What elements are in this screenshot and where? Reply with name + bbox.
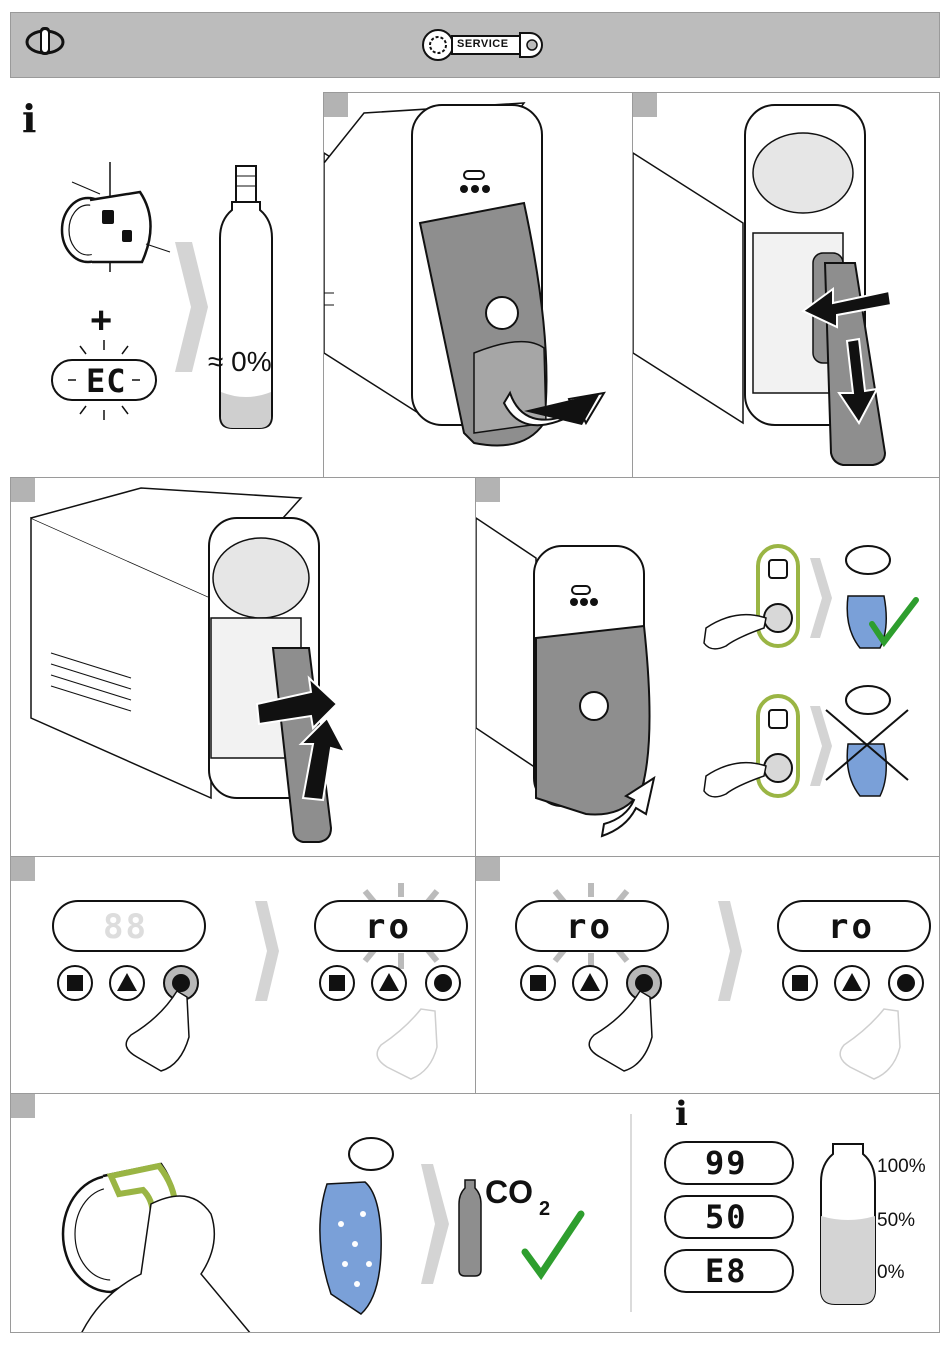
level-code-50: 50 [705,1198,748,1236]
insert-cylinder-graphics [11,478,476,857]
panel-intro: i [10,92,324,478]
reset-press-graphics [11,857,476,1094]
test-button-panel [758,546,798,646]
checkmark-icon [525,1214,581,1274]
header-bar: SERVICE [10,12,940,78]
chevron-right-icon [175,242,208,372]
panel-step-insert-cylinder [10,477,476,857]
level-percent-100: 100% [877,1156,926,1178]
chevron-right-icon [421,1164,449,1284]
hand-pressing-icon [589,991,652,1071]
bottle-water-icon [847,744,886,796]
display-ro-flashing: ro [365,907,412,947]
step-marker [633,93,657,117]
service-label: SERVICE [457,38,509,50]
close-test-graphics [476,478,940,857]
control-buttons [320,966,460,1000]
chevron-right-icon [255,901,279,1001]
cylinder-level-label: ≈ 0% [208,346,272,378]
level-code-e8: E8 [705,1252,748,1290]
display-ro-flashing: ro [566,907,613,947]
step-marker [11,478,35,502]
step-marker [476,478,500,502]
cylinder-rotate-icon [27,27,63,55]
panel-step-remove-cylinder [632,92,940,478]
level-code-99: 99 [705,1144,748,1182]
panel-step-confirm: ro ro [475,856,940,1094]
bottle-water-icon [320,1182,381,1314]
step-marker [11,1094,35,1118]
confirm-graphics [476,857,940,1094]
panel-step-open-cover [323,92,633,478]
chevron-right-icon [718,901,742,1001]
control-buttons [783,966,923,1000]
panel-step-reset-press: 88 ro [10,856,476,1094]
display-ro-steady: ro [828,907,875,947]
open-cover-graphics [324,93,633,478]
panel-step-carbonate: CO 2 i 99 50 E8 100% 50% 0% [10,1093,940,1333]
display-code-ec: EC [86,362,127,400]
co2-cylinder-icon [459,1180,481,1276]
remove-cylinder-graphics [633,93,940,478]
info-icon: i [675,1094,688,1134]
carbonate-graphics [11,1094,940,1333]
co2-cylinder-icon [220,166,272,428]
display-blank: 88 [103,907,148,947]
hand-faded-icon [840,1009,900,1079]
plus-symbol: + [90,300,112,343]
level-percent-0: 0% [877,1262,904,1284]
step-marker [476,857,500,881]
chevron-right-icon [810,558,832,638]
info-icon: i [22,96,36,141]
intro-graphics [10,92,324,478]
panel-step-close-test [475,477,940,857]
gas-label: CO [485,1174,533,1211]
step-marker [11,857,35,881]
knob-icon [62,162,170,272]
step-marker [324,93,348,117]
level-percent-50: 50% [877,1210,915,1232]
gas-subscript: 2 [539,1198,550,1221]
test-button-panel [758,696,798,796]
hand-faded-icon [377,1009,437,1079]
hand-pressing-icon [126,991,189,1071]
hand-pressing-icon [704,615,766,649]
chevron-right-icon [810,706,832,786]
